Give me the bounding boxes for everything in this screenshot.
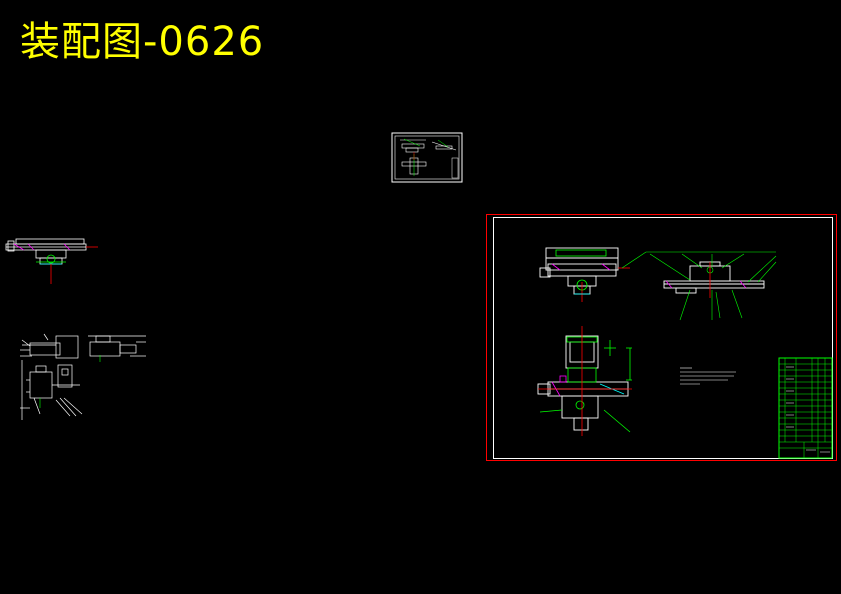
- main-view-top-left[interactable]: [539, 247, 630, 302]
- left-slide-view[interactable]: [5, 238, 98, 284]
- title-block[interactable]: [778, 357, 833, 459]
- thumbnail-sheet[interactable]: [391, 132, 463, 183]
- drawing-title: 装配图-0626: [20, 19, 265, 65]
- main-sheet[interactable]: [486, 214, 837, 461]
- technical-notes: [680, 367, 736, 385]
- left-parts-dims: [39, 355, 101, 408]
- left-parts-cluster[interactable]: [20, 333, 146, 420]
- main-view-bottom-left[interactable]: [537, 326, 632, 436]
- main-view-top-right[interactable]: [621, 251, 777, 321]
